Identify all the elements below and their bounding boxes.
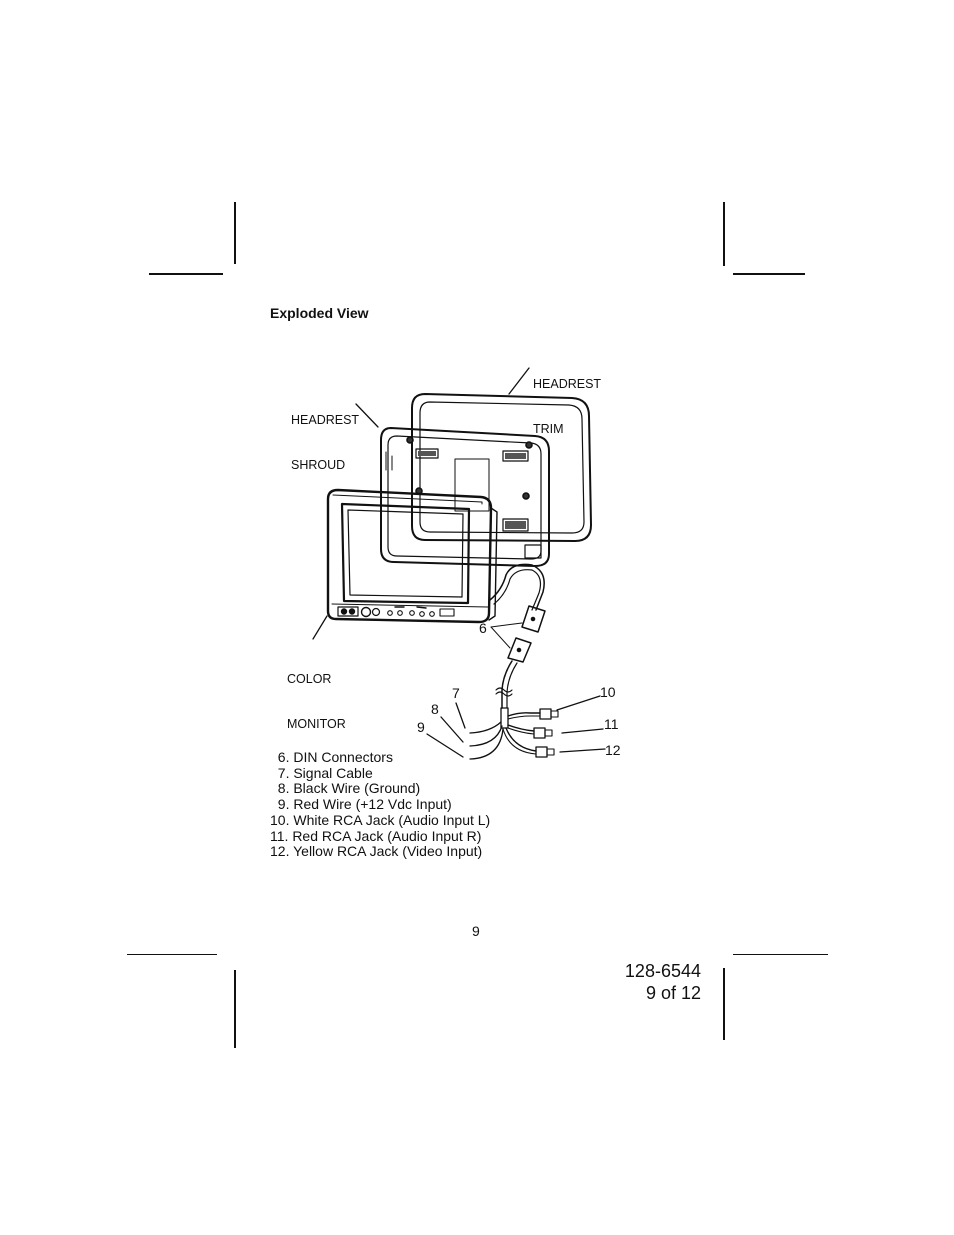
crop-mark-top-right-vertical (723, 202, 725, 266)
parts-legend: 6. DIN Connectors 7. Signal Cable 8. Bla… (270, 749, 491, 860)
callout-12: 12 (605, 742, 621, 758)
callout-6: 6 (479, 620, 487, 636)
legend-item: 10. White RCA Jack (Audio Input L) (270, 811, 491, 828)
crop-mark-top-right-horizontal (733, 273, 805, 275)
document-id-block: 128-6544 9 of 12 (625, 960, 701, 1004)
crop-mark-bottom-left-vertical (234, 970, 236, 1048)
page-number: 9 (472, 923, 480, 939)
callout-11: 11 (604, 716, 619, 732)
section-title: Exploded View (270, 305, 369, 321)
crop-mark-bottom-left-horizontal (127, 954, 217, 955)
crop-mark-top-left-vertical (234, 202, 236, 264)
label-headrest-trim: HEADREST TRIM (533, 377, 602, 436)
callout-9: 9 (417, 719, 425, 735)
crop-mark-top-left-horizontal (149, 273, 223, 275)
crop-mark-bottom-right-vertical (723, 968, 725, 1040)
legend-item: 6. DIN Connectors (270, 749, 393, 765)
callout-8: 8 (431, 701, 439, 717)
legend-item: 8. Black Wire (Ground) (270, 780, 421, 797)
callout-10: 10 (600, 684, 616, 700)
legend-item: 7. Signal Cable (270, 764, 373, 781)
legend-item: 11. Red RCA Jack (Audio Input R) (270, 827, 482, 844)
callout-7: 7 (452, 685, 460, 701)
legend-item: 12. Yellow RCA Jack (Video Input) (270, 843, 483, 860)
legend-item: 9. Red Wire (+12 Vdc Input) (270, 796, 452, 813)
label-headrest-shroud: HEADREST SHROUD (291, 413, 360, 472)
document-id: 128-6544 (624, 961, 701, 981)
page-of-total: 9 of 12 (645, 983, 701, 1003)
label-color-monitor: COLOR MONITOR (287, 672, 346, 731)
crop-mark-bottom-right-horizontal (733, 954, 828, 955)
